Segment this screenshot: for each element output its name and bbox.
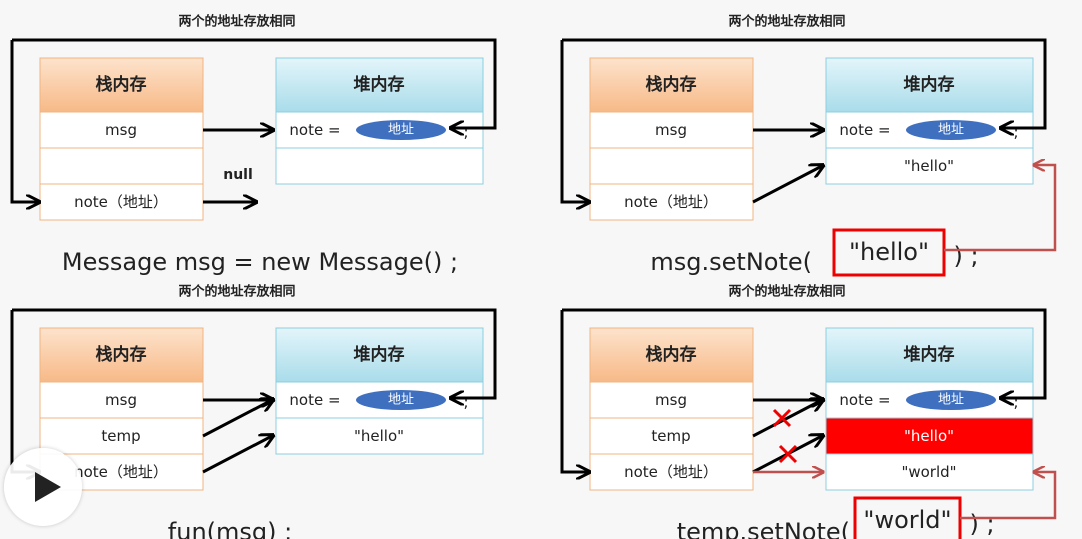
- stack-row: [39, 111, 204, 149]
- arrow: [10, 40, 38, 202]
- stack-row-label: note（地址）: [74, 193, 168, 211]
- heap-title: 堆内存: [904, 74, 955, 95]
- stack-title: 栈内存: [96, 74, 147, 95]
- heap-row: [275, 417, 484, 455]
- stack-title: 栈内存: [646, 74, 697, 95]
- heap-semicolon: ;: [1013, 393, 1018, 411]
- arrow: [10, 310, 38, 472]
- heap-row: [825, 453, 1034, 491]
- highlight-box: [832, 228, 946, 277]
- address-label: 地址: [938, 393, 964, 408]
- arrow: [12, 308, 497, 398]
- stack-row: [589, 147, 754, 185]
- heap-field-label: note =: [289, 391, 340, 409]
- stack-row: [39, 417, 204, 455]
- stack-row: [39, 147, 204, 185]
- red-arrow: [944, 165, 1057, 252]
- stack-row-label: temp: [651, 427, 690, 445]
- heap-semicolon: ;: [463, 123, 468, 141]
- stack-title: 栈内存: [96, 344, 147, 365]
- stack-row-label: msg: [655, 121, 687, 139]
- panel-note: 两个的地址存放相同: [728, 14, 845, 30]
- heap-semicolon: ;: [1013, 123, 1018, 141]
- stack-row-label: note（地址）: [624, 193, 718, 211]
- cross-mark-icon: [772, 408, 792, 428]
- stack-row: [39, 381, 204, 419]
- heap-field-label: note =: [839, 391, 890, 409]
- stack-header: [39, 57, 204, 113]
- address-label: 地址: [388, 393, 414, 408]
- address-oval: [906, 390, 996, 410]
- red-arrow: [960, 472, 1057, 520]
- highlight-box: [853, 496, 962, 539]
- stack-row-label: note（地址）: [74, 463, 168, 481]
- stack-row: [589, 183, 754, 221]
- heap-value: "world": [901, 463, 956, 481]
- play-button[interactable]: [4, 448, 82, 526]
- arrow: [202, 436, 272, 474]
- heap-field-label: note =: [289, 121, 340, 139]
- address-oval: [906, 120, 996, 140]
- stack-row-label: temp: [101, 427, 140, 445]
- stack-row: [39, 183, 204, 221]
- panel-note: 两个的地址存放相同: [178, 14, 295, 30]
- heap-value: "hello": [354, 427, 404, 445]
- code-caption-end: ) ;: [953, 242, 978, 270]
- arrow: [752, 400, 822, 438]
- arrow: [562, 308, 1047, 398]
- heap-header: [825, 327, 1034, 383]
- arrow: [562, 38, 1047, 128]
- cross-mark-icon: [778, 444, 798, 464]
- arrow: [752, 166, 822, 204]
- null-label: null: [223, 167, 253, 183]
- heap-field-label: note =: [839, 121, 890, 139]
- heap-title: 堆内存: [354, 74, 405, 95]
- code-caption-end: ) ;: [969, 510, 994, 538]
- address-label: 地址: [388, 123, 414, 138]
- stack-row-label: note（地址）: [624, 463, 718, 481]
- boxed-argument: "world": [863, 506, 951, 534]
- heap-title: 堆内存: [904, 344, 955, 365]
- address-oval: [356, 390, 446, 410]
- heap-value: "hello": [904, 157, 954, 175]
- code-caption: msg.setNote(: [650, 248, 812, 276]
- heap-header: [825, 57, 1034, 113]
- stack-header: [589, 327, 754, 383]
- stack-row: [589, 453, 754, 491]
- arrow: [12, 38, 497, 128]
- boxed-argument: "hello": [849, 238, 929, 266]
- code-caption: fun(msg) ;: [168, 518, 292, 539]
- stack-header: [39, 327, 204, 383]
- arrow: [202, 400, 272, 438]
- arrow: [560, 40, 588, 202]
- panel-note: 两个的地址存放相同: [728, 284, 845, 300]
- arrow: [560, 310, 588, 472]
- heap-value: "hello": [904, 427, 954, 445]
- heap-row: [275, 147, 484, 185]
- heap-header: [275, 327, 484, 383]
- stack-row: [589, 111, 754, 149]
- heap-title: 堆内存: [354, 344, 405, 365]
- code-caption: temp.setNote(: [677, 518, 850, 539]
- address-oval: [356, 120, 446, 140]
- panel-note: 两个的地址存放相同: [178, 284, 295, 300]
- stack-title: 栈内存: [646, 344, 697, 365]
- address-label: 地址: [938, 123, 964, 138]
- heap-semicolon: ;: [463, 393, 468, 411]
- stack-row-label: msg: [105, 391, 137, 409]
- heap-header: [275, 57, 484, 113]
- stack-row-label: msg: [655, 391, 687, 409]
- stack-row: [589, 381, 754, 419]
- code-caption: Message msg = new Message() ;: [62, 248, 458, 276]
- heap-row: [825, 147, 1034, 185]
- stack-row-label: msg: [105, 121, 137, 139]
